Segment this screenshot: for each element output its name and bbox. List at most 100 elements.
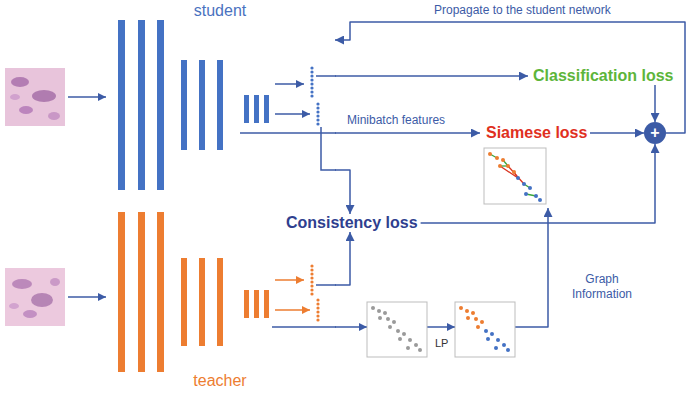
siamese-pairs bbox=[484, 148, 546, 204]
student-layers bbox=[118, 20, 269, 190]
point bbox=[480, 320, 484, 324]
feature-dot bbox=[316, 306, 319, 309]
class-points bbox=[484, 329, 510, 352]
point bbox=[512, 170, 516, 174]
point bbox=[377, 309, 381, 313]
feature-dot bbox=[310, 86, 313, 89]
connector bbox=[421, 144, 655, 223]
point bbox=[459, 306, 463, 310]
point bbox=[495, 156, 499, 160]
feature-dot bbox=[316, 102, 319, 105]
point bbox=[378, 316, 382, 320]
feature-dot bbox=[310, 74, 313, 77]
histology-patch bbox=[5, 268, 65, 326]
point bbox=[406, 346, 410, 350]
sum-node: + bbox=[644, 122, 666, 144]
point bbox=[494, 346, 498, 350]
node-text: student bbox=[194, 2, 246, 20]
layer-bar bbox=[138, 212, 145, 372]
arrow-head bbox=[447, 323, 455, 331]
patch-ground bbox=[5, 68, 65, 126]
feature-dot bbox=[310, 288, 313, 291]
feature-graph bbox=[367, 302, 427, 357]
point bbox=[465, 309, 469, 313]
layer-bar bbox=[199, 258, 205, 346]
lead-line bbox=[316, 75, 336, 77]
point bbox=[392, 320, 396, 324]
histology-patch bbox=[5, 68, 65, 126]
loss-node: Siamese loss bbox=[480, 124, 590, 208]
point bbox=[388, 325, 392, 329]
layer-bar bbox=[157, 212, 164, 372]
cell-blob bbox=[23, 310, 37, 318]
feature-dot bbox=[310, 66, 313, 69]
point bbox=[466, 316, 470, 320]
layer-bar bbox=[118, 20, 125, 190]
patch-ground bbox=[5, 268, 65, 326]
point bbox=[398, 337, 402, 341]
layer-bar bbox=[181, 60, 187, 150]
cell-blob bbox=[32, 90, 56, 102]
point bbox=[506, 164, 510, 168]
point bbox=[386, 317, 390, 321]
pair-links bbox=[490, 154, 536, 196]
point bbox=[383, 311, 387, 315]
feature-dot bbox=[316, 118, 319, 121]
point bbox=[471, 311, 475, 315]
point bbox=[402, 332, 406, 336]
layer-bar bbox=[181, 258, 187, 346]
loss-node: Consistency loss bbox=[283, 214, 421, 232]
edge-label: Minibatch features bbox=[345, 113, 447, 127]
point bbox=[408, 338, 412, 342]
dissimilar-link bbox=[500, 166, 518, 178]
connector bbox=[335, 232, 350, 285]
point bbox=[534, 194, 538, 198]
layer-bar bbox=[157, 20, 164, 190]
process-label: LP bbox=[433, 337, 450, 350]
node-text: + bbox=[644, 122, 666, 143]
point bbox=[516, 176, 520, 180]
edge-label: Propagate to the student network bbox=[432, 3, 613, 17]
feature-dot bbox=[316, 302, 319, 305]
cell-blob bbox=[48, 112, 60, 120]
layer-bar bbox=[264, 95, 269, 123]
feature-dot bbox=[310, 94, 313, 97]
graph-frame bbox=[455, 302, 515, 357]
point bbox=[524, 192, 528, 196]
feature-arrow bbox=[275, 279, 304, 281]
point bbox=[414, 343, 418, 347]
teacher-layers bbox=[118, 212, 269, 372]
cell-blob bbox=[9, 303, 19, 309]
feature-dot bbox=[316, 310, 319, 313]
labelled-graph bbox=[455, 302, 515, 357]
feature-dot bbox=[310, 284, 313, 287]
point bbox=[474, 317, 478, 321]
class-points bbox=[516, 176, 542, 202]
feature-dot bbox=[316, 106, 319, 109]
feature-dot bbox=[310, 272, 313, 275]
feature-dot bbox=[316, 122, 319, 125]
lead-line bbox=[321, 127, 336, 170]
graph-frame bbox=[367, 302, 427, 357]
layer-bar bbox=[254, 95, 259, 123]
feature-dot bbox=[316, 110, 319, 113]
arrow-head bbox=[359, 323, 367, 331]
point bbox=[498, 164, 502, 168]
feature-dot bbox=[310, 264, 313, 267]
point bbox=[476, 325, 480, 329]
lead-line bbox=[316, 284, 336, 286]
feature-dot bbox=[310, 280, 313, 283]
point bbox=[501, 158, 505, 162]
feature-arrow bbox=[275, 309, 310, 311]
feature-dot bbox=[310, 292, 313, 295]
connector bbox=[335, 170, 350, 214]
feature-dot bbox=[316, 114, 319, 117]
node-text: Siamese loss bbox=[486, 124, 588, 142]
feature-dot bbox=[310, 276, 313, 279]
cell-blob bbox=[31, 293, 53, 307]
student-network: student bbox=[105, 2, 335, 192]
input-arrow bbox=[68, 296, 106, 298]
